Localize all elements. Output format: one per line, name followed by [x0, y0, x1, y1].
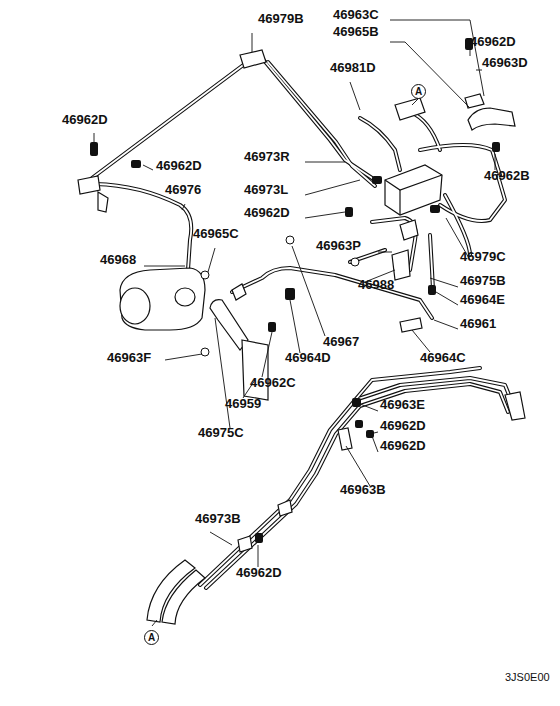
callout-number: 46964D [285, 350, 331, 365]
reference-circle: A [144, 630, 159, 645]
callout-number: 46964C [420, 350, 466, 365]
callout-number: 46968 [100, 252, 136, 267]
callout-number: 46963P [316, 238, 361, 253]
callout-number: 46963D [482, 55, 528, 70]
callout-number: 46962D [380, 438, 426, 453]
callout-number: 46962B [484, 168, 530, 183]
reference-letter: A [148, 633, 155, 643]
callout-number: 46975C [198, 425, 244, 440]
reference-letter: A [415, 87, 422, 97]
callout-number: 46979C [460, 249, 506, 264]
callout-number: 46963E [380, 397, 425, 412]
callout-number: 46973L [244, 182, 288, 197]
callout-number: 46976 [165, 182, 201, 197]
callout-number: 46962D [62, 112, 108, 127]
callout-number: 46981D [330, 60, 376, 75]
callout-number: 46962C [250, 375, 296, 390]
callout-number: 46973B [195, 511, 241, 526]
callout-number: 46963C [333, 7, 379, 22]
callout-number: 46964E [460, 292, 505, 307]
callout-number: 46963B [340, 482, 386, 497]
callout-number: 46975B [460, 273, 506, 288]
callout-number: 46961 [460, 316, 496, 331]
callout-number: 46962D [236, 565, 282, 580]
callout-number: 46962D [380, 418, 426, 433]
callout-number: 46979B [258, 11, 304, 26]
callout-number: 46967 [323, 334, 359, 349]
callout-number: 46965B [333, 24, 379, 39]
callout-number: 46965C [193, 226, 239, 241]
callout-number: 46962D [470, 34, 516, 49]
callout-number: 46963F [107, 350, 151, 365]
callout-number: 46962D [156, 158, 202, 173]
callout-number: 46962D [244, 205, 290, 220]
callout-number: 46959 [225, 396, 261, 411]
figure-code: 3JS0E00 [505, 670, 550, 685]
callout-number: 46973R [244, 149, 290, 164]
reference-circle: A [411, 84, 426, 99]
callout-number: 46988 [358, 277, 394, 292]
